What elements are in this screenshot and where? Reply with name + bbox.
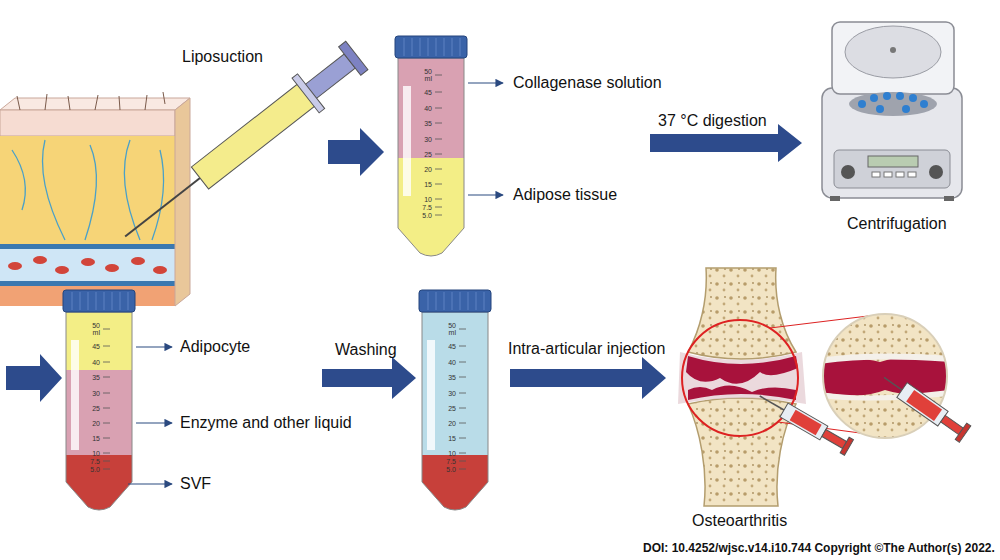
layer-label: Adipocyte [180, 338, 250, 356]
graduation-mark: 5.0 [86, 466, 100, 473]
graduation-tick [435, 154, 442, 155]
tube [419, 290, 491, 525]
graduation-mark: 35 [442, 374, 456, 381]
graduation-tick [459, 438, 466, 439]
graduation-tick [435, 207, 442, 208]
layer-label: Adipose tissue [513, 186, 617, 204]
layer-label: Enzyme and other liquid [180, 414, 352, 432]
graduation-mark: 30 [442, 390, 456, 397]
graduation-tick [459, 346, 466, 347]
graduation-tick [435, 123, 442, 124]
condition-label: Osteoarthritis [692, 512, 787, 530]
graduation-mark: 10 [86, 450, 100, 457]
tube [395, 36, 467, 268]
graduation-mark: 40 [86, 359, 100, 366]
skin-block [0, 92, 190, 306]
graduation-tick [103, 469, 110, 470]
graduation-ticks [103, 75, 466, 469]
graduation-tick [103, 408, 110, 409]
graduation-mark: 7.5 [442, 458, 456, 465]
graduation-mark: 10 [442, 450, 456, 457]
device-label: Centrifugation [847, 215, 947, 233]
graduation-mark: 35 [86, 374, 100, 381]
graduation-mark: 20 [86, 420, 100, 427]
graduation-tick [103, 461, 110, 462]
graduation-tick [103, 438, 110, 439]
graduation-tick [103, 346, 110, 347]
graduation-mark: 15 [418, 181, 432, 188]
graduation-mark: 20 [442, 420, 456, 427]
tube [63, 290, 135, 525]
graduation-tick [459, 377, 466, 378]
graduation-mark: 5.0 [442, 466, 456, 473]
step-label: Intra-articular injection [508, 340, 665, 358]
layer-label: SVF [180, 475, 211, 493]
graduation-mark: 40 [442, 359, 456, 366]
graduation-tick [435, 139, 442, 140]
graduation-tick [459, 408, 466, 409]
graduation-mark: 45 [418, 89, 432, 96]
graduation-tick [435, 199, 442, 200]
graduation-mark: 45 [442, 343, 456, 350]
graduation-mark: 7.5 [86, 458, 100, 465]
graduation-tick [459, 329, 466, 330]
graduation-mark: 15 [442, 435, 456, 442]
layer-label: Collagenase solution [513, 74, 662, 92]
graduation-tick [459, 453, 466, 454]
graduation-tick [435, 169, 442, 170]
graduation-tick [435, 184, 442, 185]
graduation-tick [103, 329, 110, 330]
graduation-tick [103, 377, 110, 378]
graduation-mark: 35 [418, 120, 432, 127]
graduation-mark: 45 [86, 343, 100, 350]
graduation-tick [459, 362, 466, 363]
step-label: Liposuction [182, 48, 263, 66]
graduation-mark: 30 [418, 136, 432, 143]
graduation-mark: 5.0 [418, 212, 432, 219]
zoom-view [820, 312, 971, 442]
graduation-tick [435, 215, 442, 216]
graduation-mark: 25 [418, 151, 432, 158]
graduation-mark: 20 [418, 166, 432, 173]
graduation-tick [435, 92, 442, 93]
graduation-mark: 40 [418, 105, 432, 112]
graduation-tick [459, 423, 466, 424]
graduation-mark: 30 [86, 390, 100, 397]
graduation-tick [459, 393, 466, 394]
graduation-mark: 25 [442, 405, 456, 412]
graduation-mark: 7.5 [418, 204, 432, 211]
centrifuge [822, 22, 962, 201]
step-label: Washing [335, 341, 397, 359]
credit-line: DOI: 10.4252/wjsc.v14.i10.744 Copyright … [643, 542, 995, 556]
graduation-mark: 50 ml [442, 322, 456, 336]
graduation-tick [103, 423, 110, 424]
graduation-mark: 50 ml [86, 322, 100, 336]
graduation-tick [103, 453, 110, 454]
graduation-mark: 10 [418, 196, 432, 203]
graduation-tick [459, 469, 466, 470]
graduation-tick [435, 75, 442, 76]
graduation-tick [459, 461, 466, 462]
graduation-mark: 15 [86, 435, 100, 442]
graduation-tick [103, 393, 110, 394]
step-label: 37 °C digestion [658, 112, 767, 130]
graduation-tick [435, 108, 442, 109]
leader-lines [128, 83, 503, 484]
graduation-mark: 50 ml [418, 68, 432, 82]
graduation-mark: 25 [86, 405, 100, 412]
graduation-tick [103, 362, 110, 363]
